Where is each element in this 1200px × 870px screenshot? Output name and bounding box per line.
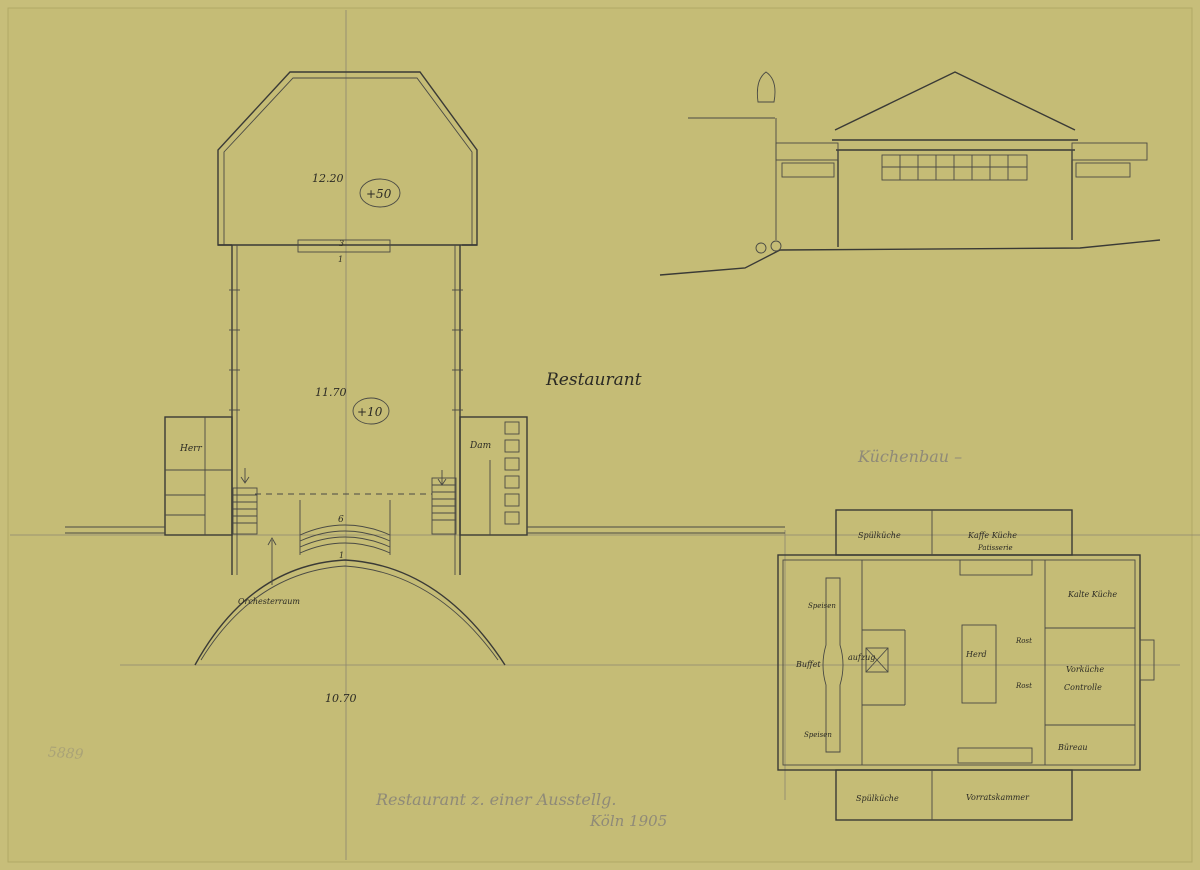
step-3-label: 3 <box>339 239 344 248</box>
kitchen-buffet: Buffet <box>795 660 821 669</box>
kitchen-speisen-2: Speisen <box>804 731 832 739</box>
kitchen-vorkueche: Vorküche <box>1066 665 1104 674</box>
kitchen-aufzug: aufzug <box>848 653 875 662</box>
dim-mid-label: 11.70 <box>315 386 347 399</box>
plan-labels: 12.20 +50 3 1 11.70 +10 6 1 Herr Dam Orc… <box>47 172 1117 830</box>
kitchen-rost-2: Rost <box>1015 682 1032 690</box>
paper <box>7 7 1193 863</box>
kitchen-herd: Herd <box>965 650 987 659</box>
kitchen-kaffee-2: Patisserie <box>977 544 1013 552</box>
kuechenbau-title: Küchenbau – <box>857 447 962 466</box>
step-6-label: 6 <box>338 515 344 525</box>
caption-line1: Restaurant z. einer Ausstellg. <box>375 790 616 809</box>
archive-number: 5889 <box>47 744 84 762</box>
kitchen-controlle: Controlle <box>1064 683 1102 692</box>
kitchen-spuelkueche-bottom: Spülküche <box>856 794 899 803</box>
room-herr-label: Herr <box>179 444 202 454</box>
kitchen-vorrat: Vorratskammer <box>966 793 1030 802</box>
kitchen-kaffee: Kaffe Küche <box>967 531 1017 540</box>
kitchen-speisen-1: Speisen <box>808 602 836 610</box>
step-1-top-label: 1 <box>338 255 343 264</box>
kitchen-kalte: Kalte Küche <box>1067 590 1117 599</box>
kitchen-rost-1: Rost <box>1015 637 1032 645</box>
room-dam-label: Dam <box>469 441 491 451</box>
elevation-drawing <box>659 71 1161 276</box>
level-top-label: +50 <box>366 187 392 201</box>
kitchen-spuelkueche-top: Spülküche <box>858 531 901 540</box>
dim-bottom-label: 10.70 <box>325 692 357 705</box>
kitchen-floor-plan <box>777 509 1155 821</box>
level-mid-label: +10 <box>357 405 383 419</box>
kitchen-buero: Büreau <box>1057 743 1088 752</box>
dim-top-label: 12.20 <box>312 172 344 185</box>
orchestra-label: Orchesterraum <box>238 597 300 606</box>
caption-line2: Köln 1905 <box>589 812 667 830</box>
restaurant-floor-plan <box>65 71 785 666</box>
step-1-bottom-label: 1 <box>339 551 344 560</box>
restaurant-title: Restaurant <box>545 370 642 390</box>
